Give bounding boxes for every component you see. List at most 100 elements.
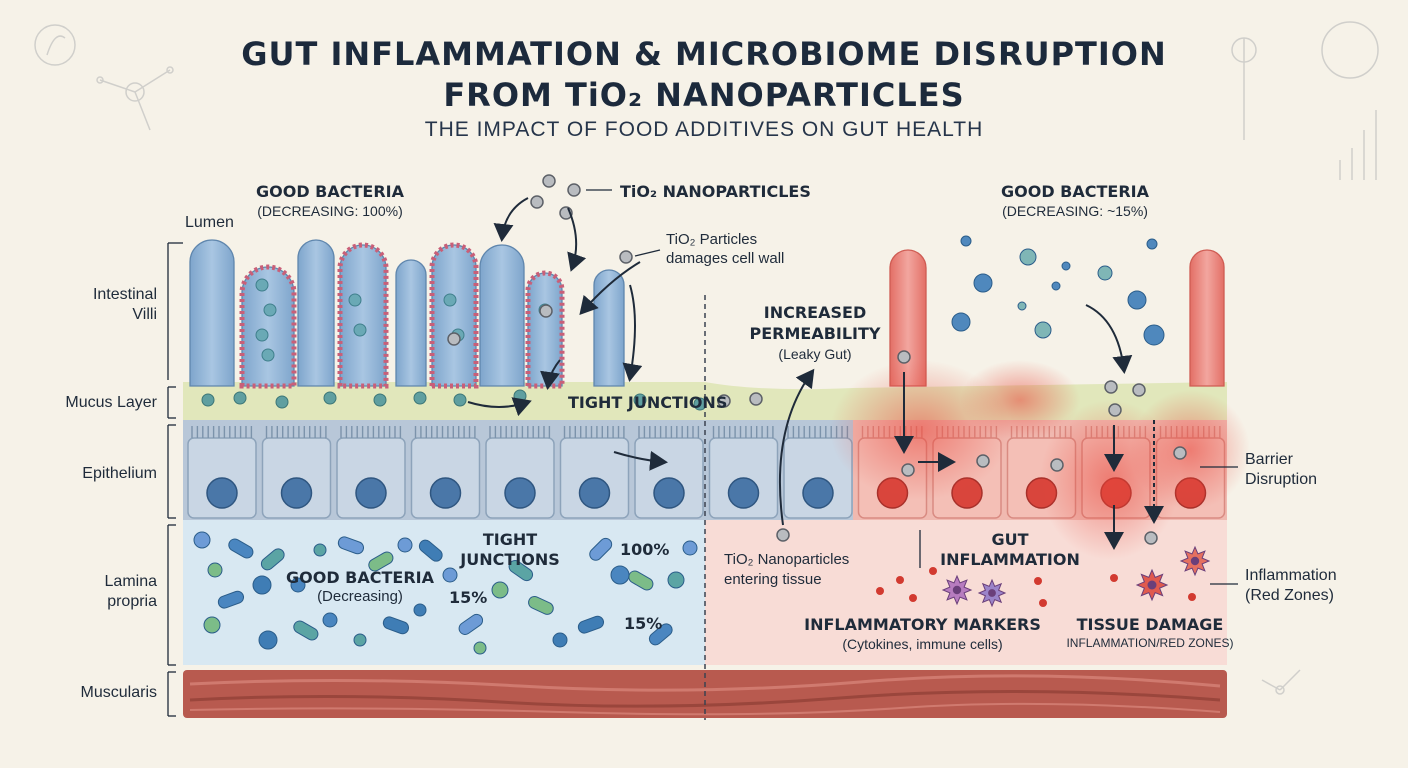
- tio2-nanoparticle: [567, 183, 581, 197]
- cocci-bacteria: [258, 630, 278, 650]
- microvilli: [563, 426, 625, 438]
- lumen-bacteria: [1146, 238, 1158, 250]
- lamina-bacteria-title: GOOD BACTERIA: [285, 568, 434, 587]
- tio2-nanoparticle: [1108, 403, 1122, 417]
- good-bacteria-title-left: GOOD BACTERIA: [255, 182, 404, 201]
- tio2-entering-line2: entering tissue: [724, 571, 822, 588]
- cocci-bacteria: [353, 633, 367, 647]
- gut-inflammation-line1: GUT: [991, 530, 1029, 549]
- cell-nucleus: [578, 477, 611, 509]
- cocci-bacteria: [667, 571, 685, 589]
- mucus-bacteria: [633, 393, 647, 407]
- tio2-nanoparticle: [1144, 531, 1158, 545]
- inflamed-cell-core: [1190, 556, 1200, 566]
- page-title: GUT INFLAMMATION & MICROBIOME DISRUPTION: [241, 35, 1167, 73]
- cytokine-dot: [1039, 599, 1047, 607]
- lumen-bacteria: [1017, 301, 1027, 311]
- villus-border: [239, 264, 297, 389]
- microvilli: [191, 426, 253, 438]
- bacteria-dot: [353, 323, 367, 337]
- label-muscularis: Muscularis: [80, 684, 157, 701]
- cocci-bacteria: [473, 641, 487, 655]
- barrier-line2: Disruption: [1245, 471, 1318, 488]
- mucus-bacteria: [373, 393, 387, 407]
- lumen-bacteria: [960, 235, 972, 247]
- cytokine-dot: [1188, 593, 1196, 601]
- mucus-bacteria: [453, 393, 467, 407]
- tio2-nanoparticle: [539, 304, 553, 318]
- label-mucus-layer: Mucus Layer: [65, 394, 157, 411]
- cocci-bacteria: [413, 603, 427, 617]
- arrows: [467, 197, 1164, 550]
- pct-15a-label: 15%: [449, 588, 488, 607]
- cell-nucleus: [206, 477, 238, 509]
- tio2-nanoparticle: [530, 195, 544, 209]
- cell-nucleus: [280, 477, 313, 509]
- cell-nucleus: [727, 477, 760, 509]
- decor-molecule-icon: [34, 21, 1379, 695]
- tight-junctions-line2: JUNCTIONS: [460, 550, 560, 569]
- lumen-bacteria: [1019, 248, 1037, 266]
- cocci-bacteria: [290, 577, 306, 593]
- cocci-bacteria: [610, 565, 630, 585]
- inflammation-red-zones-label: Inflammation (Red Zones): [1245, 566, 1337, 606]
- intestinal-villus: [431, 244, 477, 387]
- barrier-disruption-label: Barrier Disruption: [1245, 450, 1317, 490]
- cocci-bacteria: [207, 562, 223, 578]
- villus-border: [429, 242, 479, 389]
- lumen-bacteria: [1097, 265, 1113, 281]
- mucus-bacteria: [233, 391, 247, 405]
- tio2-nanoparticle: [897, 350, 911, 364]
- cell-nucleus: [355, 477, 387, 509]
- lumen-bacteria: [1034, 321, 1052, 339]
- intestinal-villus: [189, 239, 235, 387]
- cocci-bacteria: [252, 575, 272, 595]
- cytokine-dot: [909, 594, 917, 602]
- cytokine-dot: [896, 576, 904, 584]
- page-title-line2: FROM TiO₂ NANOPARTICLES: [443, 76, 965, 114]
- microvilli: [414, 426, 476, 438]
- permeability-label: INCREASED PERMEABILITY (Leaky Gut): [740, 302, 890, 365]
- rod-bacteria: [577, 615, 605, 634]
- tio2-nanoparticle: [1173, 446, 1187, 460]
- intestinal-villus: [889, 249, 927, 387]
- leader-lines: [167, 189, 1238, 717]
- tissue-damage-sub: INFLAMMATION/RED ZONES): [1066, 636, 1234, 650]
- lumen-bacteria: [1061, 261, 1071, 271]
- bacteria-dot: [263, 303, 277, 317]
- intestinal-villus: [479, 244, 525, 387]
- rod-bacteria: [260, 548, 285, 571]
- lumen-bacteria: [1051, 281, 1061, 291]
- tissue-damage-title: TISSUE DAMAGE: [1076, 615, 1224, 634]
- inflammatory-markers-sub: (Cytokines, immune cells): [842, 636, 1003, 652]
- intestinal-villus: [527, 272, 563, 387]
- tio2-damage-label: TiO₂ Particles damages cell wall: [666, 230, 784, 268]
- permeability-line3: (Leaky Gut): [778, 346, 852, 362]
- tio2-nanoparticle: [1050, 458, 1064, 472]
- tio2-nanoparticles-label: TiO₂ NANOPARTICLES: [620, 182, 811, 201]
- lumen-bacteria: [1127, 290, 1147, 310]
- cytokine-dot: [929, 567, 937, 575]
- good-bacteria-title-right: GOOD BACTERIA: [1000, 182, 1149, 201]
- permeability-line2: PERMEABILITY: [749, 324, 881, 343]
- mucus-bacteria: [201, 393, 215, 407]
- mucus-bacteria: [413, 391, 427, 405]
- pct-15b-label: 15%: [624, 614, 663, 633]
- barrier-line1: Barrier: [1245, 451, 1294, 468]
- rod-bacteria: [648, 623, 673, 646]
- rod-bacteria: [337, 536, 365, 555]
- cocci-bacteria: [682, 540, 698, 556]
- rod-bacteria: [293, 620, 319, 641]
- cytokine-dot: [1034, 577, 1042, 585]
- bacteria-dot: [255, 278, 269, 292]
- microvilli: [489, 426, 551, 438]
- gut-inflammation-line2: INFLAMMATION: [940, 550, 1080, 569]
- cocci-bacteria: [491, 581, 509, 599]
- inflamed-cell-core: [1147, 580, 1157, 590]
- mucus-bacteria: [323, 391, 337, 405]
- tio2-damage-line2: damages cell wall: [666, 250, 785, 267]
- tio2-entering-line1: TiO₂ Nanoparticles: [724, 551, 850, 568]
- label-lamina-line1: Lamina: [104, 573, 157, 590]
- intestinal-villus: [593, 269, 625, 387]
